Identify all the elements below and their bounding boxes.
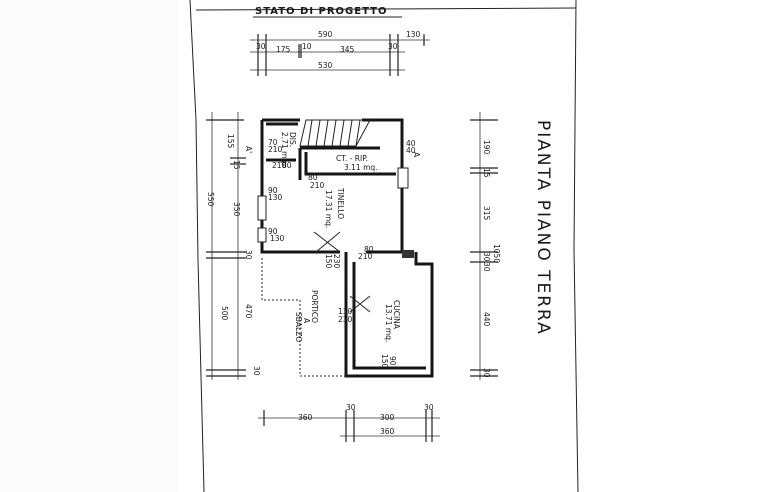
room-cucina-area: 13.71 mq. (384, 304, 393, 342)
portico-outline (261, 258, 346, 377)
dim-bottom-360b: 360 (380, 427, 395, 436)
opening-ct-210: 210 (310, 181, 325, 190)
stair-treads (307, 119, 361, 147)
opening-w2-130: 130 (270, 234, 285, 243)
room-tinello-name: TINELLO (336, 187, 345, 219)
dim-top-530: 530 (318, 61, 333, 70)
section-mark-left: A' (244, 146, 253, 153)
opening-entry-150: 150 (324, 254, 333, 269)
dim-left-550: 550 (206, 192, 215, 207)
opening-stair-40a: 40 (406, 139, 416, 148)
dim-bottom-30a: 30 (346, 403, 356, 412)
dim-left-15: 15 (232, 160, 241, 170)
room-portico-line1: PORTICO (310, 290, 319, 323)
opening-w2-90: 90 (268, 227, 278, 236)
room-labels: DIS. 2.71 mq. CT. - RIP. 3.11 mq. TINELL… (280, 132, 401, 342)
sheet-edge-left (189, 0, 205, 492)
room-tinello-area: 17.31 mq. (324, 190, 333, 228)
dim-bottom-30b: 30 (424, 403, 434, 412)
dim-top-130: 130 (406, 30, 421, 39)
dim-top-10: 10 (302, 42, 312, 51)
opening-w1-90: 90 (268, 186, 278, 195)
top-dimensions: 590 130 30 175 10 345 30 530 (250, 30, 430, 76)
plan-title: PIANTA PIANO TERRA (533, 120, 553, 336)
opening-entry-230: 230 (332, 254, 341, 269)
sheet-title: STATO DI PROGETTO (255, 6, 387, 17)
section-mark-right: A (412, 152, 421, 158)
right-dimensions: 190 15 315 1050 30 30 440 30 (470, 112, 501, 380)
left-dimensions: 550 155 15 350 30 500 470 30 (206, 112, 261, 380)
opening-kwin2-90: 90 (388, 356, 397, 366)
dim-top-175: 175 (276, 45, 291, 54)
dim-left-470: 470 (244, 304, 253, 319)
room-portico-line3: SBALZO (294, 312, 303, 342)
dim-top-345: 345 (340, 45, 355, 54)
opening-kwin2-150: 150 (380, 354, 389, 369)
room-ctrip-area: 3.11 mq. (344, 163, 378, 172)
opening-ct-80: 80 (308, 173, 318, 182)
room-ctrip-name: CT. - RIP. (336, 154, 368, 163)
dim-right-30b: 30 (482, 262, 491, 272)
dim-bottom-300: 300 (380, 413, 395, 422)
dim-left-30b: 30 (252, 366, 261, 376)
opening-dis2-80: 80 (282, 161, 292, 170)
opening-stair-40b: 40 (406, 146, 416, 155)
opening-dis-210: 210 (268, 145, 283, 154)
dim-right-440: 440 (482, 312, 491, 327)
dim-right-30c: 30 (482, 368, 491, 378)
opening-kitchen-210: 210 (358, 252, 373, 261)
room-cucina-name: CUCINA (392, 300, 401, 330)
door-swings (313, 231, 371, 313)
sheet-edge-top (195, 7, 577, 11)
room-portico-line2: A (302, 318, 311, 324)
left-windows (257, 167, 414, 258)
dim-top-590: 590 (318, 30, 333, 39)
opening-kitchen-80: 80 (364, 245, 374, 254)
opening-dis-70: 70 (268, 138, 278, 147)
dim-left-350: 350 (232, 202, 241, 217)
opening-kwin-130: 130 (338, 307, 353, 316)
dim-left-30a: 30 (244, 250, 253, 260)
opening-kwin-230: 230 (338, 315, 353, 324)
dim-right-15: 15 (482, 168, 491, 178)
dim-bottom-360a: 360 (298, 413, 313, 422)
scan-shadow-left (0, 0, 178, 492)
dim-right-30a: 30 (482, 252, 491, 262)
dim-left-500: 500 (220, 306, 229, 321)
dim-right-315: 315 (482, 206, 491, 221)
opening-labels: 70 210 80 210 80 210 90 130 90 130 150 2… (268, 138, 416, 369)
dim-right-1050: 1050 (492, 244, 501, 263)
room-dis-area: 2.71 mq. (280, 132, 289, 166)
dim-top-30a: 30 (256, 42, 266, 51)
opening-dis2-210: 210 (272, 161, 287, 170)
room-dis-name: DIS. (288, 132, 297, 147)
bottom-dimensions: 360 30 300 30 360 (258, 403, 440, 442)
dim-right-190: 190 (482, 140, 491, 155)
dim-left-155: 155 (226, 134, 235, 149)
opening-w1-130: 130 (268, 193, 283, 202)
walls (260, 118, 434, 378)
dim-top-30b: 30 (388, 42, 398, 51)
sheet-edge-right (573, 0, 579, 492)
